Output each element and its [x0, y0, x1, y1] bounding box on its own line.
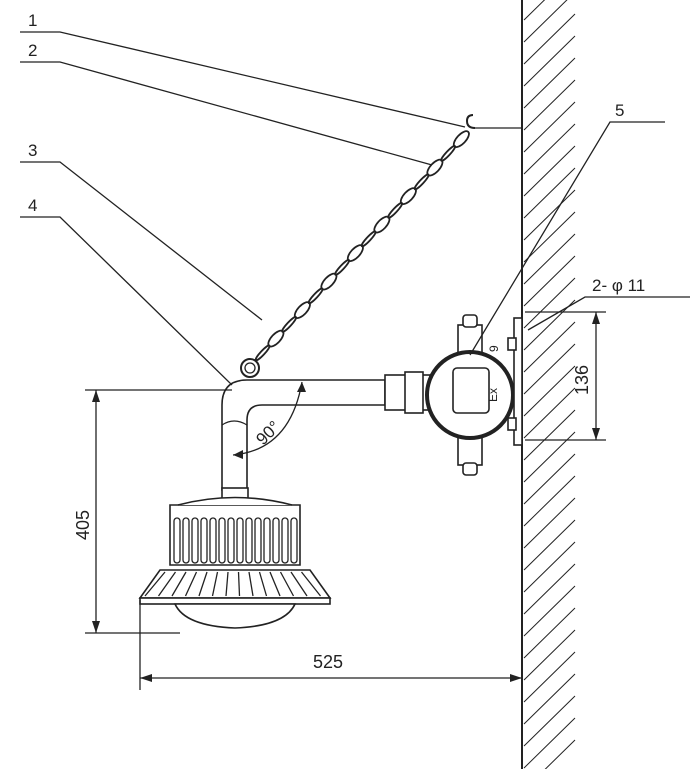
callout-4: 4	[28, 196, 37, 215]
hatch-line	[523, 0, 546, 21]
reflector-fin	[211, 571, 219, 597]
reflector-fin	[258, 571, 268, 597]
led-lamp	[138, 487, 332, 629]
callout-leaders	[20, 31, 690, 386]
dimension-525-label: 525	[313, 652, 343, 672]
chain-link	[413, 173, 430, 191]
hatch-line	[523, 453, 576, 505]
mark-9: 9	[487, 345, 501, 352]
callout-2: 2	[28, 41, 37, 60]
angle-dimension	[232, 381, 306, 459]
hatch-line	[523, 673, 576, 725]
chain-link	[387, 202, 403, 219]
heatsink-fin	[227, 517, 235, 564]
dimension-405-label: 405	[73, 510, 93, 540]
hatch-line	[523, 365, 576, 417]
hatch-line	[523, 13, 576, 65]
angle-label: 90°	[252, 417, 284, 449]
wall	[521, 0, 576, 769]
hatch-line	[523, 519, 576, 571]
hatch-line	[523, 497, 576, 549]
hook	[465, 114, 522, 129]
hatch-line	[523, 409, 576, 461]
wall-bracket	[507, 317, 523, 446]
heatsink-fin	[191, 517, 199, 564]
hatch-line	[523, 387, 576, 439]
callout-3: 3	[28, 141, 37, 160]
dimension-136-label: 136	[572, 365, 592, 395]
reflector-fin	[198, 571, 208, 597]
chain-link	[307, 287, 324, 305]
reflector-fin	[225, 571, 229, 597]
reflector-fin	[300, 571, 322, 597]
heatsink-fin	[290, 517, 298, 564]
chain-link	[360, 230, 377, 248]
junction-box: Ex 9	[425, 314, 515, 476]
hatch-line	[523, 475, 576, 527]
heatsink-fin	[218, 517, 226, 564]
hatch-line	[523, 101, 576, 153]
chain-link	[254, 344, 271, 362]
heatsink-fin	[254, 517, 262, 564]
hatch-line	[523, 607, 576, 659]
dimension-525	[139, 600, 522, 690]
ex-mark: Ex	[486, 388, 500, 402]
reflector-fin	[237, 571, 241, 597]
hatch-line	[523, 211, 576, 263]
reflector-fin	[171, 571, 187, 597]
heatsink-fin	[173, 517, 181, 564]
support-arm	[221, 371, 431, 491]
hatch-line	[523, 233, 576, 285]
hatch-line	[523, 0, 568, 43]
chain	[254, 130, 470, 362]
hatch-line	[523, 343, 576, 395]
reflector-fin	[157, 571, 177, 597]
heatsink-fin	[200, 517, 208, 564]
reflector-fin	[184, 571, 198, 597]
heatsink-fin	[245, 517, 253, 564]
hatch-line	[523, 321, 576, 373]
hatch-line	[523, 541, 576, 593]
hole-spec-label: 2- φ 11	[592, 276, 645, 295]
hatch-line	[523, 585, 576, 637]
hatch-line	[523, 255, 576, 307]
heatsink-fin	[263, 517, 271, 564]
dimension-136	[525, 311, 606, 441]
hatch-line	[523, 629, 576, 681]
hatch-line	[523, 189, 576, 241]
chain-link	[334, 259, 350, 276]
heatsink-fin	[182, 517, 190, 564]
heatsink-fin	[236, 517, 244, 564]
chain-ring	[240, 358, 260, 378]
hatch-line	[523, 277, 576, 329]
reflector-fin	[269, 571, 281, 597]
reflector-fin	[144, 571, 166, 597]
hatch-line	[523, 79, 576, 131]
hatch-line	[523, 651, 576, 703]
hatch-line	[523, 145, 576, 197]
hatch-line	[523, 167, 576, 219]
reflector-fin	[279, 571, 295, 597]
callout-5: 5	[615, 101, 624, 120]
heatsink-fin	[272, 517, 280, 564]
chain-link	[281, 316, 297, 333]
heatsink-fin	[209, 517, 217, 564]
hatch-line	[523, 563, 576, 615]
hatch-line	[523, 695, 576, 747]
reflector-fin	[248, 571, 254, 597]
callout-1: 1	[28, 11, 37, 30]
dimension-405	[85, 389, 232, 634]
hatch-line	[544, 739, 576, 769]
hatch-line	[523, 57, 576, 109]
hatch-line	[523, 717, 576, 769]
heatsink-fin	[281, 517, 289, 564]
hatch-line	[523, 35, 576, 87]
reflector-fin	[290, 571, 308, 597]
chain-link	[440, 145, 456, 162]
hatch-line	[523, 123, 576, 175]
